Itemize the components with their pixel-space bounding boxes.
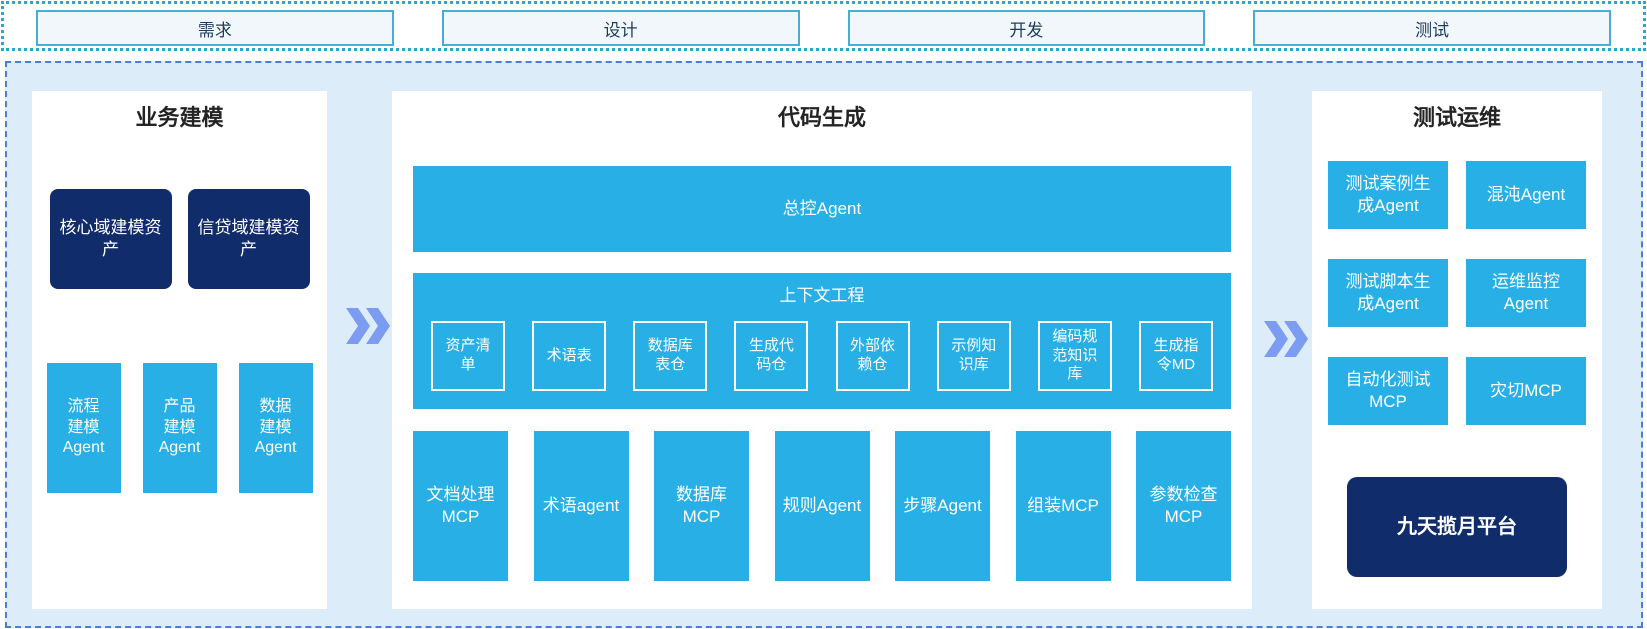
codegen-tool-box: 步骤Agent xyxy=(895,431,990,581)
testops-agent-box: 灾切MCP xyxy=(1466,357,1586,425)
panel-title-business: 业务建模 xyxy=(135,105,224,130)
phase-item: 开发 xyxy=(847,10,1206,46)
panel-title-testops: 测试运维 xyxy=(1412,105,1501,130)
phase-item: 设计 xyxy=(441,10,800,46)
double-chevron-right-icon xyxy=(346,308,390,344)
codegen-tool-box: 文档处理MCP xyxy=(413,431,508,581)
codegen-tool-box: 组装MCP xyxy=(1015,431,1111,581)
business-agent-box: 数据建模Agent xyxy=(238,363,313,493)
phase-item: 测试 xyxy=(1253,10,1611,46)
panel-test-operations: 测试运维 测试案例生成Agent 混沌Agent 测试脚本生成Agent 运维监控Ag… xyxy=(1312,91,1602,609)
panel-business-modeling: 业务建模 核心域建模资产信贷域建模资产 流程建模Agent 产品建模Agent 数据… xyxy=(32,91,327,609)
codegen-tool-box: 数据库MCP xyxy=(654,431,749,581)
panel-title-codegen: 代码生成 xyxy=(777,105,866,130)
testops-agent-box: 测试脚本生成Agent xyxy=(1328,259,1448,327)
phase-item: 需求 xyxy=(36,10,394,46)
platform-box: 九天揽月平台 xyxy=(1347,477,1567,577)
testops-agent-box: 自动化测试MCP xyxy=(1328,357,1448,425)
context-engineering-container: 上下文工程 资产清单术语表数据库表仓生成代码仓外部依赖仓示例知识库编码规范知识库… xyxy=(413,273,1231,409)
business-asset-box: 信贷域建模资产 xyxy=(187,189,310,289)
business-agent-row: 流程建模Agent 产品建模Agent 数据建模Agent xyxy=(32,363,327,493)
master-agent-bar: 总控Agent xyxy=(413,166,1231,252)
context-item-box: 生成代码仓 xyxy=(734,321,809,391)
testops-agent-grid: 测试案例生成Agent 混沌Agent 测试脚本生成Agent 运维监控Agent 自动… xyxy=(1312,161,1602,425)
business-asset-box: 核心域建模资产 xyxy=(49,189,172,289)
context-engineering-title: 上下文工程 xyxy=(779,286,865,305)
codegen-tool-box: 规则Agent xyxy=(774,431,870,581)
business-agent-box: 产品建模Agent xyxy=(142,363,217,493)
double-chevron-right-icon xyxy=(1264,321,1308,357)
context-item-row: 资产清单术语表数据库表仓生成代码仓外部依赖仓示例知识库编码规范知识库生成指令MD xyxy=(431,321,1213,391)
context-item-box: 示例知识库 xyxy=(936,321,1011,391)
context-item-box: 数据库表仓 xyxy=(633,321,708,391)
panel-code-generation: 代码生成 总控Agent 上下文工程 资产清单术语表数据库表仓生成代码仓外部依赖… xyxy=(392,91,1252,609)
testops-agent-box: 测试案例生成Agent xyxy=(1328,161,1448,229)
context-item-box: 外部依赖仓 xyxy=(835,321,910,391)
context-item-box: 编码规范知识库 xyxy=(1037,321,1112,391)
codegen-tool-box: 术语agent xyxy=(533,431,629,581)
business-agent-box: 流程建模Agent xyxy=(46,363,121,493)
main-area: 业务建模 核心域建模资产信贷域建模资产 流程建模Agent 产品建模Agent 数据… xyxy=(5,61,1643,628)
testops-agent-box: 运维监控Agent xyxy=(1466,259,1586,327)
testops-agent-box: 混沌Agent xyxy=(1466,161,1586,229)
codegen-tool-row: 文档处理MCP 术语agent 数据库MCP 规则Agent 步骤Agent 组装MCP 参… xyxy=(413,431,1231,581)
business-asset-row: 核心域建模资产信贷域建模资产 xyxy=(32,189,327,289)
codegen-tool-box: 参数检查MCP xyxy=(1136,431,1231,581)
context-item-box: 资产清单 xyxy=(431,321,505,391)
context-item-box: 生成指令MD xyxy=(1138,321,1213,391)
context-item-box: 术语表 xyxy=(532,321,607,391)
phase-strip: 需求 设计 开发 测试 xyxy=(1,1,1646,51)
